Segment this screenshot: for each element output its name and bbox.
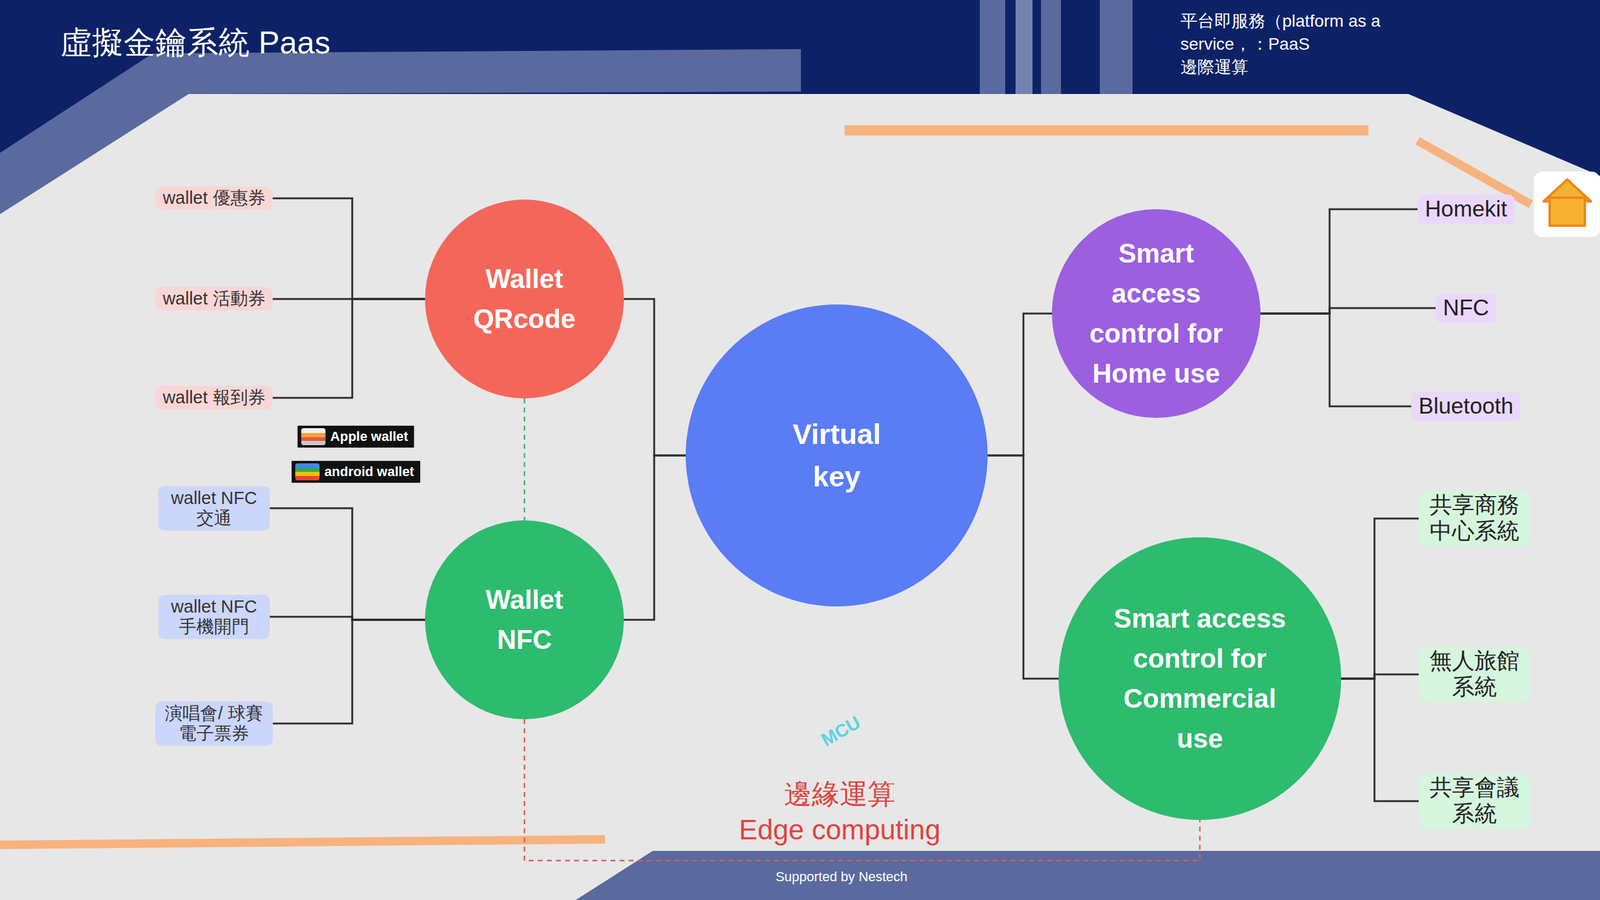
wallet-icon [301,428,326,446]
circle-fill [1058,537,1342,820]
header-note: 平台即服務（platform as a service，：PaaS [1180,9,1399,56]
circle-fill [425,520,624,720]
leaf-tag: wallet 活動券 [155,286,273,311]
hub-circle: Smart access control for Home use [1051,209,1261,418]
connector [1260,209,1418,314]
tag-label: 演唱會/ 球賽 電子票券 [162,703,266,744]
footer-band [575,850,1600,900]
header-bar [1041,0,1062,94]
leaf-tag: NFC [1435,293,1497,324]
tag-label: 共享商務 中心系統 [1425,492,1524,544]
leaf-tag: Bluetooth [1411,391,1521,422]
header-bar [979,0,1006,94]
leaf-tag: 演唱會/ 球賽 電子票券 [155,701,273,746]
leaf-tag: wallet 報到券 [155,385,273,410]
accent-line [844,125,1369,136]
wallet-badge: Apple wallet [296,424,416,449]
chip-label: MCU [816,709,865,752]
page-title: 虛擬金鑰系統 Paas [60,21,331,65]
dashed-link [523,398,526,521]
connector [1341,678,1419,801]
hub-circle: Smart access control for Commercial use [1058,537,1342,820]
wallet-icon [295,463,320,481]
edge-label: Edge computing [739,810,941,849]
leaf-tag: 無人旅館 系統 [1418,646,1531,702]
accent-line [0,839,606,845]
connector [987,313,1052,456]
connector [987,455,1059,679]
wallet-badge: android wallet [290,459,422,484]
connector [623,455,686,620]
hub-label: Wallet NFC [463,579,586,660]
panel [0,93,1600,900]
hub-circle: Wallet NFC [425,520,624,720]
header-bar [1015,0,1033,94]
tag-label: wallet 報到券 [162,387,265,408]
hub-label: Wallet QRcode [463,258,586,339]
header-note: 邊際運算 [1180,55,1249,79]
hub-label: Smart access control for Home use [1080,233,1232,394]
leaf-tag: Homekit [1417,194,1515,225]
badge-label: Apple wallet [330,428,409,444]
leaf-tag: 共享會議 系統 [1418,773,1531,829]
header-bar [1099,0,1133,94]
leaf-tag: wallet NFC 手機開門 [158,594,270,640]
badge-label: android wallet [324,463,415,479]
connector [1260,313,1412,407]
leaf-tag: wallet 優惠券 [155,186,273,210]
leaf-tag: 共享商務 中心系統 [1418,490,1531,546]
connector [1341,518,1419,679]
circle-fill [1051,209,1261,418]
hub-label: Smart access control for Commercial use [1102,598,1297,759]
connector [269,508,426,620]
tag-label: 共享會議 系統 [1425,774,1524,827]
circle-shape [425,199,624,399]
tag-label: NFC [1442,295,1490,322]
connector [272,619,426,724]
credit: Supported by Nestech [775,867,908,886]
connector [272,198,426,299]
tag-label: 無人旅館 系統 [1425,648,1524,700]
tag-label: wallet 優惠券 [162,187,265,208]
circle-fill [685,304,988,607]
hub-label: Virtual key [776,412,898,499]
circle-shape [685,304,988,607]
hub-circle: Wallet QRcode [425,199,624,399]
edge-label: 邊緣運算 [783,774,896,813]
home-icon-body [1549,197,1585,226]
home-icon-tile [1533,171,1600,238]
connector [272,298,426,398]
hub-circle: Virtual key [685,304,988,607]
circle-fill [425,199,624,399]
tag-label: Bluetooth [1418,393,1514,420]
circle-shape [425,520,624,720]
tag-label: wallet NFC 交通 [165,488,263,529]
tag-label: wallet NFC 手機開門 [165,596,263,638]
circle-shape [1058,537,1342,820]
tag-label: wallet 活動券 [162,288,265,309]
tag-label: Homekit [1424,196,1508,223]
connector [623,298,686,456]
leaf-tag: wallet NFC 交通 [158,486,270,531]
